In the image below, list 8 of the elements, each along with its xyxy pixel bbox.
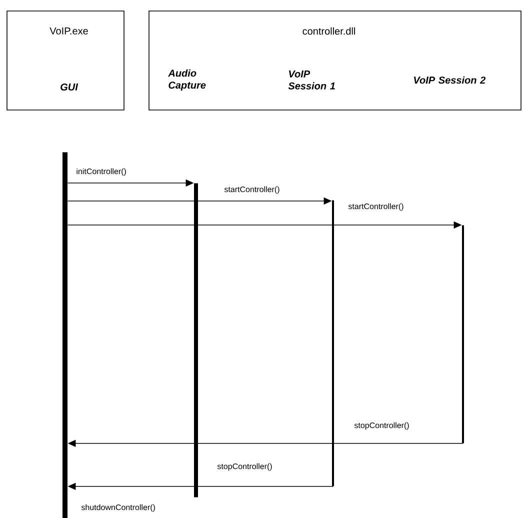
edge-label: startController() [348,203,404,211]
component-box: controller.dll Audio Capture VoIP Session 1 VoIP Session 2 [148,10,522,110]
edge-label: startController() [224,186,280,194]
message-label: shutdownController() [81,504,155,512]
edge-label: initController() [76,168,126,176]
edge-label: stopController() [217,463,272,471]
component-box: VoIP.exe GUI [6,10,124,110]
edge-label: stopController() [354,422,409,430]
